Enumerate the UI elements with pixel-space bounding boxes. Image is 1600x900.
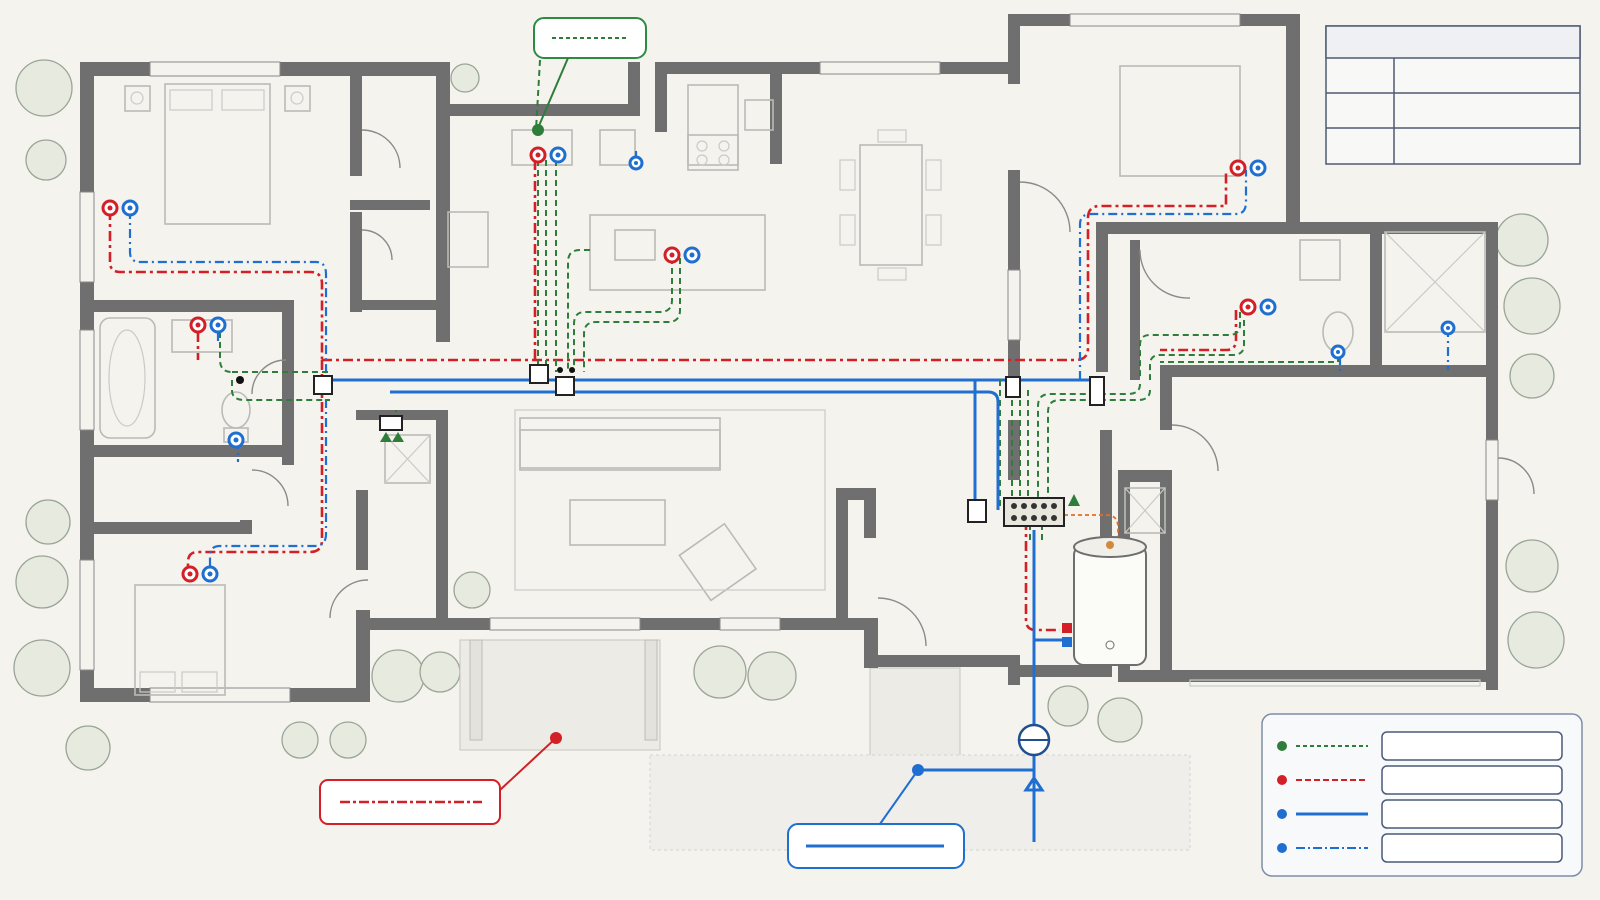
- junction-box-icon: [529, 364, 549, 384]
- drain-vent-lines: [219, 59, 1339, 540]
- shrub-icon: [1509, 353, 1555, 399]
- shrub-icon: [419, 651, 461, 693]
- hot-water-fixture-icon: [529, 146, 547, 164]
- junction-box-icon: [1089, 376, 1105, 406]
- cold-water-fixture-icon: [549, 146, 567, 164]
- legend-item-drain: [1277, 731, 1563, 761]
- walls: [80, 14, 1498, 702]
- junction-box-icon: [555, 376, 575, 396]
- landscape: [13, 59, 1565, 771]
- legend-item-branch: [1277, 833, 1563, 863]
- title-block: [1325, 25, 1581, 165]
- shrub-icon: [1503, 277, 1561, 335]
- fixtures: [101, 146, 1456, 583]
- junction-box-icon: [313, 375, 333, 395]
- doors: [251, 129, 1535, 647]
- hot-water-fixture-icon: [1229, 159, 1247, 177]
- shrub-icon: [450, 63, 480, 93]
- cold-water-fixture-icon: [227, 431, 245, 449]
- hot-feed-line: [1064, 514, 1119, 560]
- hot-water-fixture-icon: [1239, 298, 1257, 316]
- shrub-icon: [747, 651, 797, 701]
- shrub-icon: [329, 721, 367, 759]
- cold-water-fixture-icon: [121, 199, 139, 217]
- shrub-icon: [371, 649, 425, 703]
- hot-water-fixture-icon: [189, 316, 207, 334]
- shrub-icon: [1505, 539, 1559, 593]
- hot-water-fixture-icon: [663, 246, 681, 264]
- shrub-icon: [25, 499, 71, 545]
- cold-supply-lines: [330, 378, 1090, 842]
- legend-item-supply: [1277, 799, 1563, 829]
- cold-water-fixture-icon: [1440, 320, 1456, 336]
- shrub-icon: [15, 59, 73, 117]
- manifold-icon: [1003, 497, 1065, 527]
- flower-plant-icon: [453, 571, 491, 609]
- shrub-icon: [1495, 213, 1549, 267]
- cold-water-fixture-icon: [1259, 298, 1277, 316]
- junction-box-icon: [1005, 376, 1021, 398]
- junction-box-icon: [379, 415, 403, 431]
- hot-water-fixture-icon: [101, 199, 119, 217]
- cold-water-fixture-icon: [201, 565, 219, 583]
- windows: [79, 13, 1499, 703]
- shrub-icon: [1097, 697, 1143, 743]
- hot-water-lines: [108, 160, 1238, 632]
- arrow-up-icon: [1023, 775, 1045, 792]
- furniture: [99, 65, 1486, 696]
- shrub-icon: [65, 725, 111, 771]
- hot-water-fixture-icon: [181, 565, 199, 583]
- cold-water-fixture-icon: [1330, 344, 1346, 360]
- shrub-icon: [1047, 685, 1089, 727]
- cold-water-fixture-icon: [683, 246, 701, 264]
- shrub-icon: [1507, 611, 1565, 669]
- water-meter-icon: [1017, 723, 1051, 757]
- junctions: [236, 364, 1105, 523]
- shrub-icon: [281, 721, 319, 759]
- cold-water-fixture-icon: [209, 316, 227, 334]
- legend-item-hot: [1277, 765, 1563, 795]
- shrub-icon: [25, 139, 67, 181]
- water-heater-icon: [1062, 536, 1147, 666]
- cold-water-fixture-icon: [1249, 159, 1267, 177]
- cold-water-fixture-icon: [628, 155, 644, 171]
- callouts: [319, 17, 965, 869]
- legend: [1261, 713, 1583, 877]
- shrub-icon: [13, 639, 71, 697]
- shrub-icon: [15, 555, 69, 609]
- junction-box-icon: [967, 499, 987, 523]
- shrub-icon: [693, 645, 747, 699]
